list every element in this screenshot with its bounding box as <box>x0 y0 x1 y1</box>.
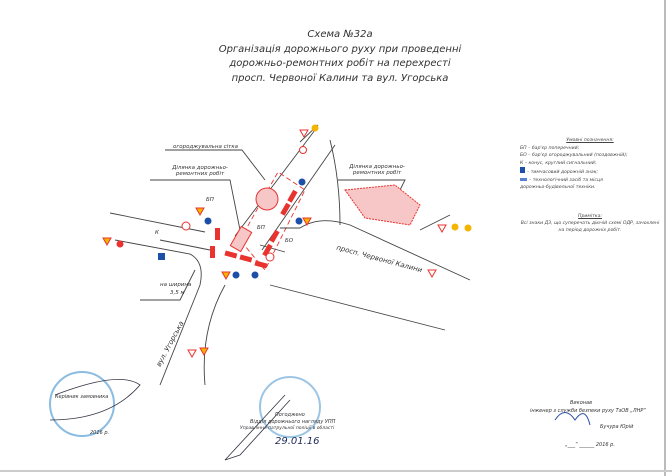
note-heading: Примітка: <box>578 214 602 219</box>
direction-sign-icon <box>298 178 306 186</box>
info-sign-icon <box>158 253 165 260</box>
signature-role: Керівник замовника <box>55 394 109 400</box>
direction-sign-icon <box>251 271 259 279</box>
prohibition-sign-icon <box>116 240 124 248</box>
direction-sign-icon <box>232 271 240 279</box>
barrier <box>239 254 253 263</box>
stamp-left <box>49 371 115 437</box>
warning-sign-icon <box>299 129 309 139</box>
work-pit <box>255 187 279 211</box>
warning-sign-icon <box>302 217 312 227</box>
warning-sign-icon <box>199 347 209 357</box>
signature-left <box>49 379 141 421</box>
title-line: дорожньо-ремонтних робіт на перехресті <box>229 58 451 69</box>
signature-name: Бучура Юрій <box>600 424 634 430</box>
legend-item: – технологічний засіб та місця <box>520 177 660 185</box>
speed-limit-sign-icon <box>181 221 191 231</box>
barrier <box>262 243 273 257</box>
legend-item-text: – технологічний засіб та місця <box>529 177 603 183</box>
note-text: Всі знаки ДЗ, що суперечать діючій схемі… <box>520 221 660 233</box>
barrier <box>254 260 268 269</box>
work-area-label: Ділянка дорожньо-ремонтних робіт <box>349 164 405 176</box>
page-border <box>664 0 666 476</box>
document-title: Схема №32а Організація дорожнього руху п… <box>200 28 480 86</box>
legend-heading: Умовні позначення: <box>566 138 614 143</box>
signature-date: 2016 р. <box>90 430 110 436</box>
signature-role: інженер з служби безпеки руху ТзОВ „ЛНР“ <box>530 408 646 414</box>
barrier <box>287 189 298 203</box>
legend-item: БО – бар'єр огороджувальний (поздовжній)… <box>520 153 628 158</box>
warning-sign-icon <box>102 237 112 247</box>
barrier <box>224 250 238 259</box>
road-signs <box>102 124 472 359</box>
width-label: на ширина <box>160 282 192 288</box>
legend-item: К – конус, круглий сигнальний; <box>520 160 597 166</box>
signature-role: Управління патрульної поліції в області <box>240 426 335 431</box>
barrier-label: БО <box>285 238 294 244</box>
leader-line <box>159 239 211 251</box>
prohibition-sign-icon <box>299 146 307 154</box>
warning-sign-icon <box>195 207 205 217</box>
priority-sign-icon <box>311 124 319 132</box>
barrier <box>280 202 291 216</box>
priority-sign-icon <box>451 223 459 231</box>
temp-sign-icon <box>520 167 525 173</box>
title-line: Організація дорожнього руху при проведен… <box>218 43 462 55</box>
note: Примітка: Всі знаки ДЗ, що суперечать ді… <box>520 213 660 234</box>
direction-sign-icon <box>295 217 303 225</box>
road-edge <box>269 284 446 331</box>
fence-label: огороджувальна сітка <box>173 144 239 150</box>
road-edge <box>159 284 201 386</box>
legend-item: БП – бар'єр поперечний; <box>520 145 580 151</box>
direction-sign-icon <box>204 217 212 225</box>
barrier-label: БП <box>206 197 214 203</box>
signature-role: Відділ дорожнього нагляду УПП <box>250 419 336 425</box>
signature-role: Виконав <box>570 400 593 406</box>
leader-line <box>259 227 300 253</box>
cone-label: К <box>155 230 159 236</box>
title-line: Схема №32а <box>307 29 373 40</box>
road-edge <box>114 239 202 286</box>
barrier <box>269 229 280 243</box>
leader-line <box>140 269 196 301</box>
priority-sign-icon <box>464 224 472 232</box>
barrier <box>210 246 215 258</box>
legend-item-text: – тимчасовий дорожній знак; <box>527 170 599 175</box>
leader-line <box>338 179 406 191</box>
barrier-label: БП <box>257 225 265 231</box>
work-area-right <box>344 184 421 226</box>
title-line: просп. Червоної Калини та вул. Угорська <box>231 72 449 84</box>
legend: Умовні позначення: БП – бар'єр поперечни… <box>520 137 660 192</box>
legend-item: – тимчасовий дорожній знак; <box>520 167 660 177</box>
warning-sign-icon <box>427 269 437 279</box>
machinery-icon <box>520 177 527 181</box>
warning-sign-icon <box>437 224 447 234</box>
road-edge <box>203 284 226 386</box>
work-area-left <box>229 225 253 253</box>
barriers <box>210 189 298 269</box>
warning-sign-icon <box>187 349 197 359</box>
page-border <box>0 470 672 472</box>
warning-sign-icon <box>221 271 231 281</box>
work-area-label: Ділянка дорожньо-ремонтних робіт <box>172 165 228 177</box>
leader-line <box>165 149 266 181</box>
road-edge <box>329 139 341 226</box>
leader-line <box>150 179 241 231</box>
speed-limit-sign-icon <box>265 252 275 262</box>
barrier <box>215 228 220 240</box>
signature-date: 29.01.16 <box>275 436 320 447</box>
stamp-middle <box>259 376 321 438</box>
width-value: 3,5 м <box>170 290 185 296</box>
legend-item: дорожньо-будівельної техніки. <box>520 185 596 190</box>
signature-role: Погоджено <box>275 412 305 418</box>
signature-date: „___“ ______ 2016 р. <box>565 442 615 448</box>
road-edge <box>299 220 471 281</box>
signature-middle <box>224 394 291 461</box>
signature-right <box>554 412 591 426</box>
